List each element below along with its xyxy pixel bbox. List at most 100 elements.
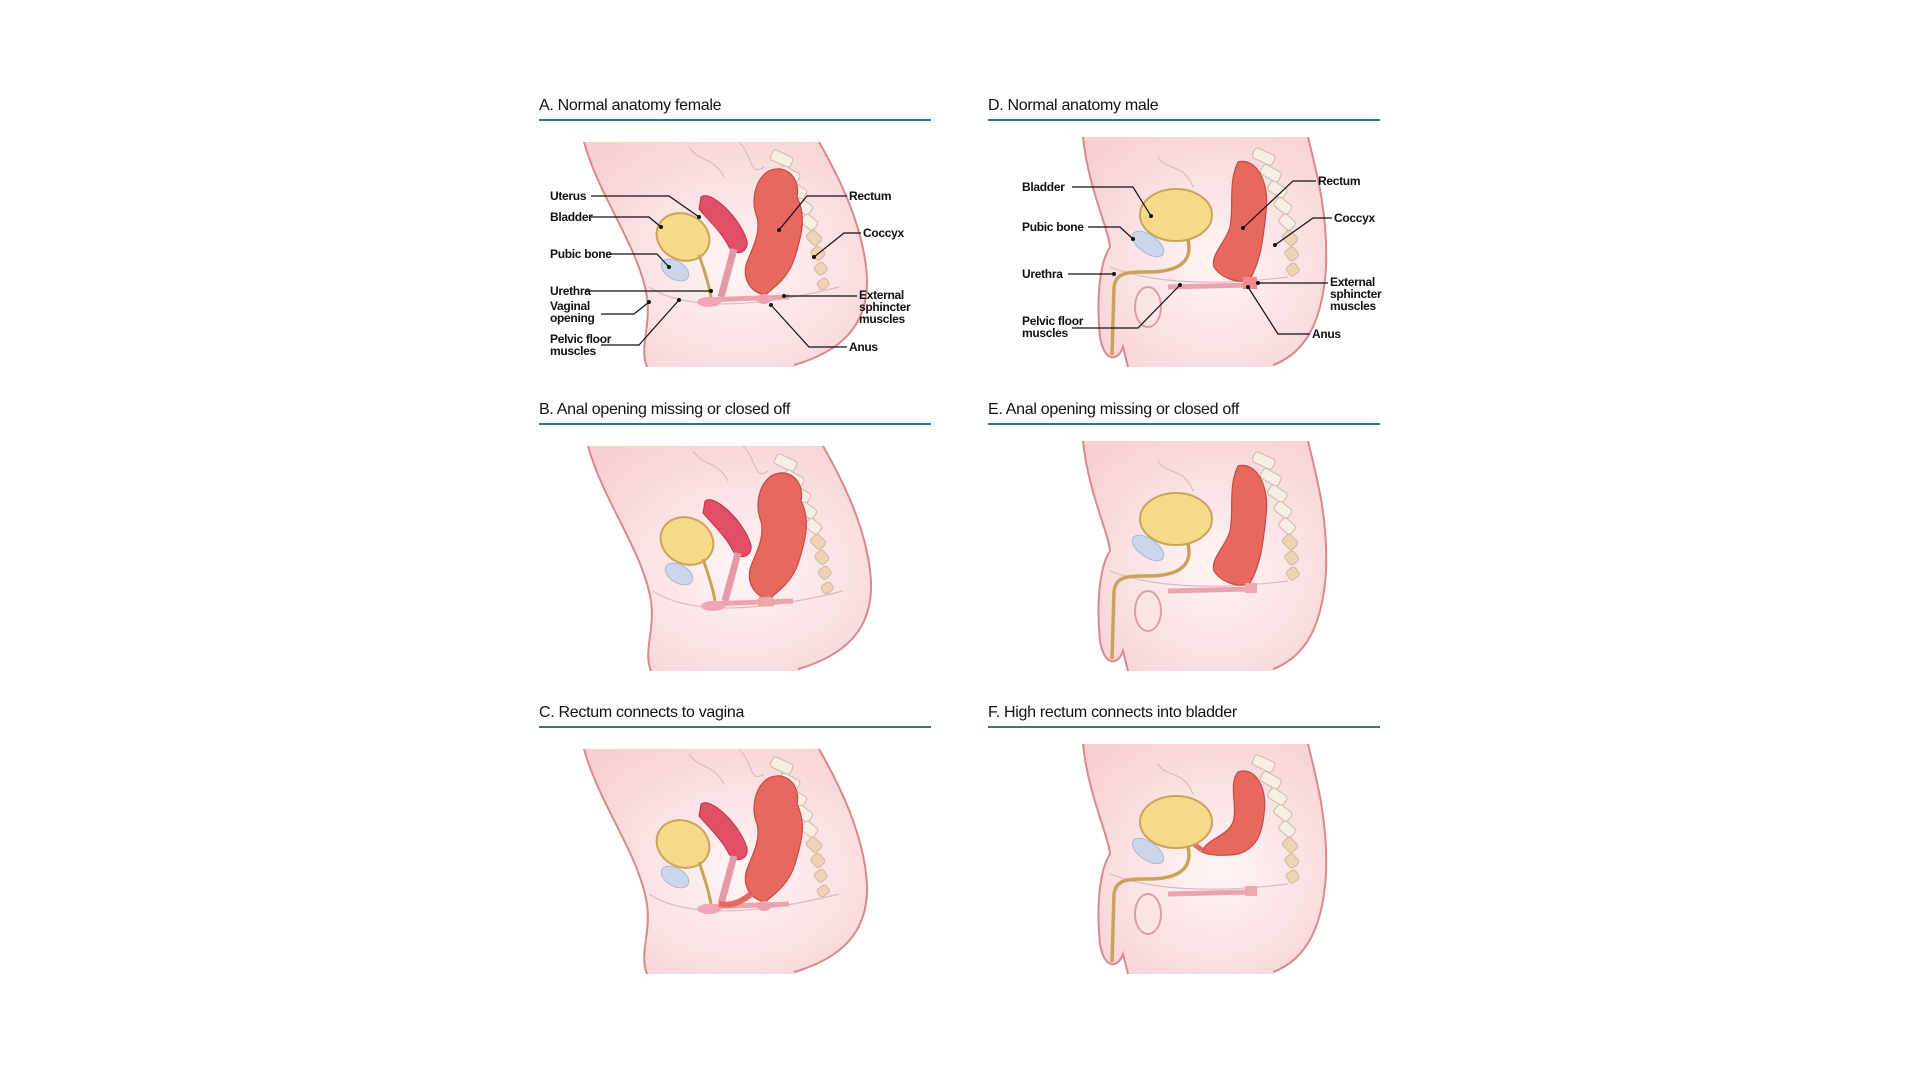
rectum [1201, 770, 1266, 856]
title-underline [539, 423, 931, 425]
panel-c: C. Rectum connects to vagina [539, 704, 931, 1016]
vertebra [1273, 196, 1293, 215]
bladder [655, 819, 711, 869]
vagina [721, 552, 742, 602]
vaginal-opening [697, 297, 721, 307]
vertebra [813, 261, 828, 276]
label-pubic-bone: Pubic bone [1022, 220, 1084, 234]
anatomy-illustration [583, 748, 869, 974]
anatomy-illustration [583, 141, 869, 367]
vertebra [1278, 213, 1296, 231]
vertebra [1251, 147, 1276, 166]
pubic-bone [1131, 230, 1165, 258]
vertebra [1285, 869, 1300, 884]
anus [757, 901, 771, 911]
male-anatomy-diagram: Bladder Pubic bone Urethra Pelvic floor … [988, 137, 1382, 367]
anus [757, 294, 771, 304]
vagina [717, 248, 738, 298]
vertebra [800, 820, 819, 838]
urethra [1110, 239, 1191, 356]
male-anatomy-diagram [988, 744, 1380, 974]
vertebra [806, 836, 823, 853]
female-anatomy-diagram [543, 441, 935, 671]
label-coccyx: Coccyx [1334, 211, 1375, 225]
male-anatomy-diagram [988, 441, 1380, 671]
label-bladder: Bladder [550, 210, 593, 224]
panel-b: B. Anal opening missing or closed off [539, 401, 931, 713]
vertebra [1273, 803, 1293, 822]
vertebra [806, 229, 823, 246]
vertebra [773, 453, 798, 472]
label-uterus: Uterus [550, 189, 587, 203]
testis [1134, 590, 1162, 632]
vertebra [1267, 787, 1288, 806]
pelvic-floor-muscles [1167, 889, 1251, 897]
uterus [698, 802, 748, 861]
title-underline [539, 119, 931, 121]
urethra [701, 558, 717, 602]
vertebra [820, 581, 834, 595]
skin-back-outline [1272, 441, 1328, 670]
panel-d: D. Normal anatomy male Bladder Pubic bon… [988, 97, 1382, 409]
vertebra [1281, 229, 1299, 247]
vagina [717, 855, 738, 905]
label-urethra: Urethra [1022, 267, 1063, 281]
skin-front-outline [583, 748, 649, 974]
urethra [1110, 846, 1191, 963]
title-underline [988, 423, 1380, 425]
anatomy-illustration [1082, 744, 1328, 974]
closed-anus [1245, 583, 1257, 593]
bladder [659, 516, 715, 566]
closed-anus [758, 596, 774, 607]
label-rectum: Rectum [1318, 174, 1361, 188]
pelvic-outline [1109, 156, 1289, 283]
vertebra [1259, 771, 1282, 790]
vertebra [1284, 246, 1300, 262]
label-external-sphincter-muscles: External sphincter muscles [859, 288, 911, 326]
skin-front-outline [587, 445, 653, 671]
female-anatomy-diagram: Uterus Bladder Pubic bone Urethra Vagina… [539, 137, 931, 367]
skin-back-outline [793, 748, 869, 973]
pubic-bone [660, 258, 690, 282]
rectovaginal-fistula [718, 891, 753, 908]
urethra [697, 254, 713, 298]
testis [1134, 893, 1162, 935]
pelvic-outline [1109, 460, 1289, 587]
label-coccyx: Coccyx [863, 226, 904, 240]
vertebra [769, 149, 794, 168]
leader-lines [585, 195, 861, 348]
vertebra [810, 852, 826, 868]
vertebra [1273, 500, 1293, 519]
urethra [1110, 543, 1191, 660]
anatomy-illustration [1082, 441, 1328, 671]
vertebra [813, 868, 828, 883]
vertebra [1259, 468, 1282, 487]
panel-title: E. Anal opening missing or closed off [988, 401, 1239, 418]
vertebra [800, 213, 819, 231]
pelvic-floor-muscles [1167, 586, 1251, 594]
label-pelvic-floor-muscles: Pelvic floor muscles [550, 332, 612, 358]
vertebra [814, 549, 830, 565]
vertebra [816, 884, 830, 898]
panel-title: F. High rectum connects into bladder [988, 704, 1237, 721]
skin-back-outline [793, 141, 869, 366]
skin-front-outline [1082, 441, 1129, 671]
pubic-bone [660, 865, 690, 889]
pelvic-floor-muscles [1167, 282, 1251, 290]
panel-title: D. Normal anatomy male [988, 97, 1159, 114]
title-underline [988, 119, 1380, 121]
title-underline [988, 726, 1380, 728]
rectum [1212, 464, 1268, 586]
pubic-bone [664, 562, 694, 586]
anatomy-illustration [587, 445, 873, 671]
pelvic-outline [1109, 763, 1289, 890]
label-bladder: Bladder [1022, 180, 1065, 194]
panel-title: B. Anal opening missing or closed off [539, 401, 790, 418]
panel-f: F. High rectum connects into bladder [988, 704, 1380, 1016]
uterus [698, 195, 748, 254]
skin-front-outline [1082, 744, 1129, 974]
vertebra [1281, 836, 1299, 854]
vertebra [1251, 754, 1276, 773]
vertebra [1251, 451, 1276, 470]
label-external-sphincter-muscles: External sphincter muscles [1330, 275, 1382, 313]
